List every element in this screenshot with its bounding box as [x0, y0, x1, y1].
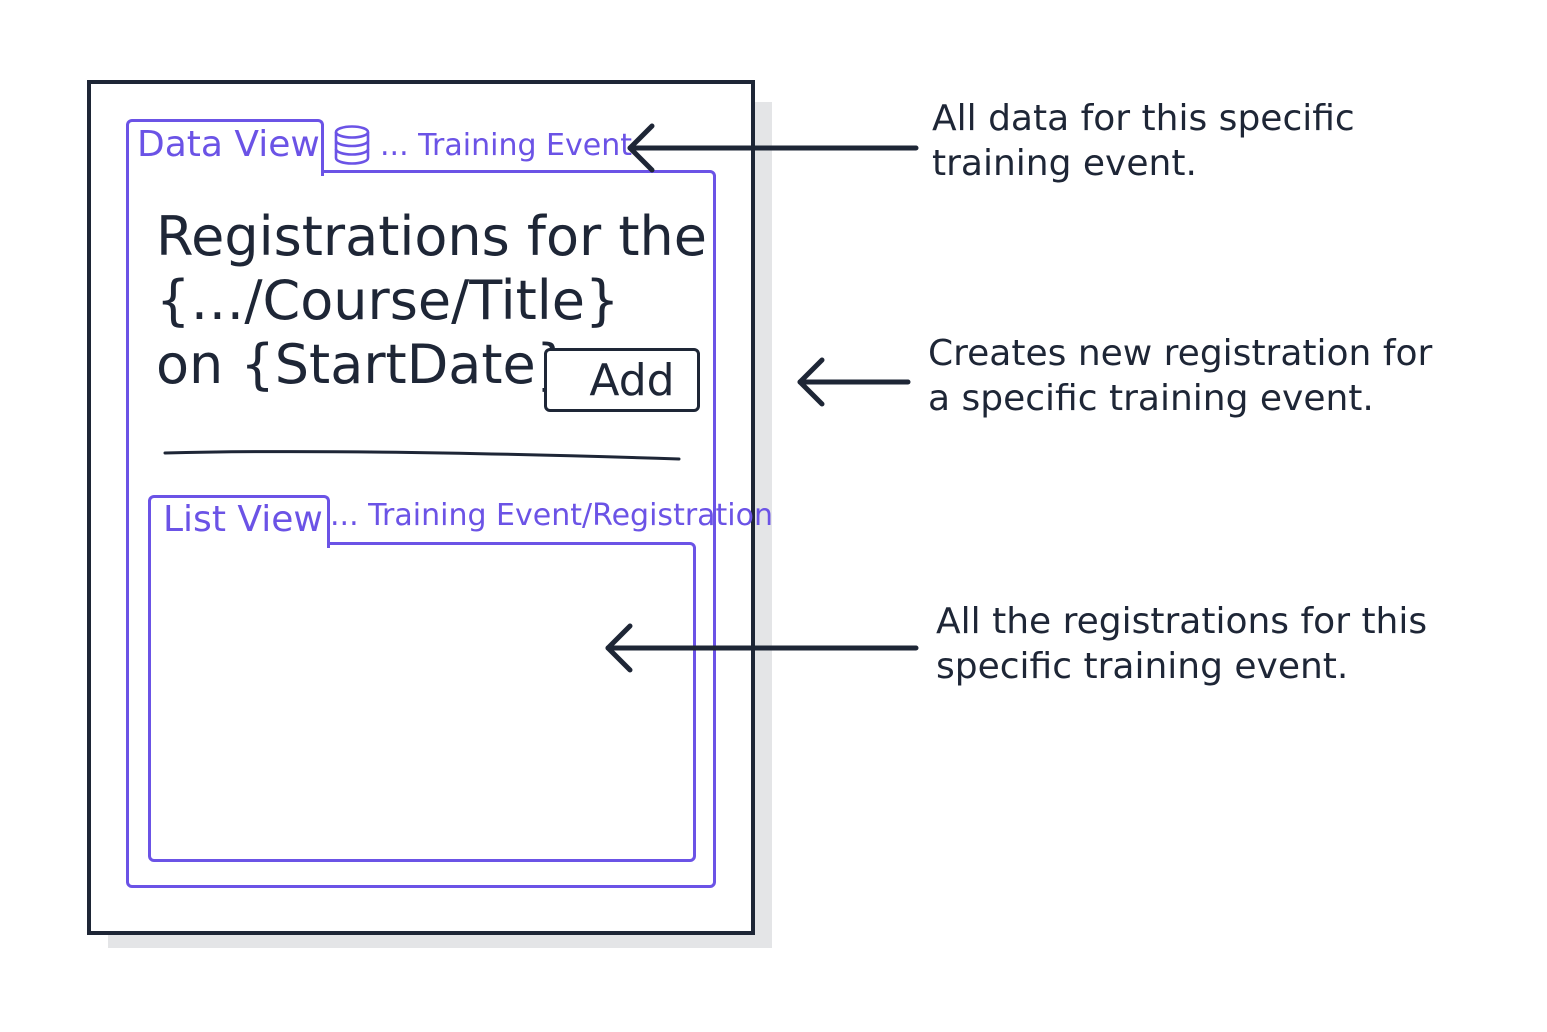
annotation-add-button: Creates new registration for a specific …: [928, 331, 1432, 421]
add-button[interactable]: Add: [544, 348, 700, 412]
annotation-line: Creates new registration for: [928, 333, 1433, 374]
page-heading: Registrations for the {…/Course/Title} o…: [156, 205, 707, 397]
heading-line: Registrations for the: [156, 205, 707, 268]
data-view-tab[interactable]: Data View: [126, 119, 324, 176]
heading-line: on {StartDate}: [156, 333, 571, 396]
arrow-left-icon: [797, 357, 911, 407]
database-icon: [334, 125, 370, 165]
data-view-tab-label: Data View: [137, 124, 320, 165]
annotation-line: All data for this specific: [932, 98, 1355, 139]
list-view-tab-label: List View: [163, 499, 323, 540]
data-view-container: [126, 170, 716, 888]
data-view-source: ... Training Event: [380, 128, 632, 163]
annotation-line: specific training event.: [936, 646, 1349, 687]
divider: [163, 450, 681, 461]
annotation-list-view: All the registrations for this specific …: [936, 599, 1427, 689]
annotation-line: training event.: [932, 143, 1197, 184]
annotation-line: All the registrations for this: [936, 601, 1428, 642]
arrow-left-icon: [605, 623, 919, 673]
list-view-container: [148, 542, 696, 862]
list-view-source: ... Training Event/Registration: [330, 498, 774, 533]
annotation-line: a specific training event.: [928, 378, 1374, 419]
list-view-tab[interactable]: List View: [148, 495, 330, 548]
arrow-left-icon: [627, 123, 919, 173]
heading-line: {…/Course/Title}: [156, 269, 620, 332]
annotation-data-view: All data for this specific training even…: [932, 96, 1355, 186]
